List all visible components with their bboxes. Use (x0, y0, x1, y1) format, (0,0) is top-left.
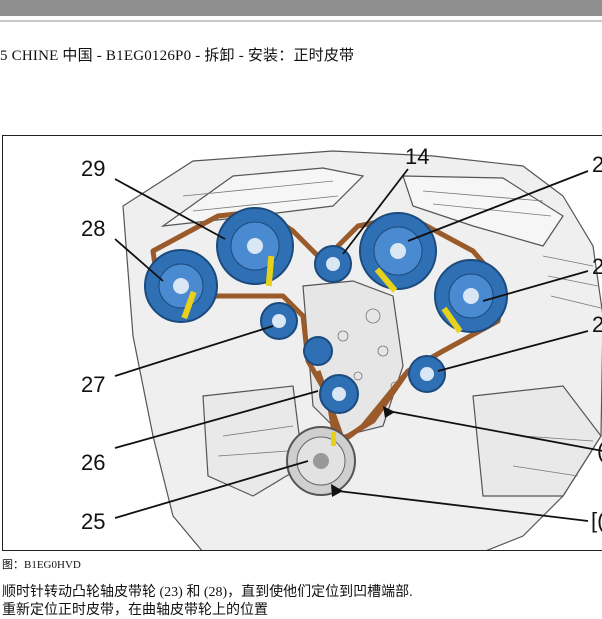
pulley-28 (144, 249, 218, 323)
label-right-2: 2 (592, 254, 602, 279)
label-14: 14 (405, 144, 429, 169)
label-right-5: [( (591, 508, 602, 533)
label-27: 27 (81, 372, 105, 397)
label-right-4: ( (597, 438, 602, 463)
label-26: 26 (81, 450, 105, 475)
top-header-bar (0, 0, 602, 16)
engine-illustration: 29 14 28 27 26 25 2 2 2 ( [( (81, 144, 602, 550)
label-right-3: 2 (592, 312, 602, 337)
label-right-1: 2 (592, 152, 602, 177)
pulley-right (434, 259, 508, 334)
label-25: 25 (81, 509, 105, 534)
instruction-step: 顺时针转动凸轮轴皮带轮 (23) 和 (28)，直到使他们定位到凹槽端部. (2, 585, 413, 600)
crankshaft-pulley-25 (286, 426, 356, 496)
pulley-right-upper (359, 212, 437, 293)
top-header-divider (0, 20, 602, 22)
timing-belt-figure: 29 14 28 27 26 25 2 2 2 ( [( (2, 135, 602, 551)
figure-caption: 图：B1EG0HVD (2, 559, 81, 571)
label-28: 28 (81, 216, 105, 241)
callout-lines (114, 168, 602, 522)
label-29: 29 (81, 156, 105, 181)
engine-details (182, 180, 602, 477)
pulley-29 (216, 207, 294, 287)
pulley-right-lower (408, 355, 446, 393)
pulley-14 (314, 245, 352, 283)
instruction-step-2: 重新定位正时皮带，在曲轴皮带轮上的位置 (2, 603, 268, 618)
pulley-26-upper (303, 336, 333, 366)
pulley-26 (319, 374, 359, 414)
callout-arrows (331, 406, 395, 497)
pulley-27 (260, 302, 298, 340)
page-title: 5 CHINE 中国 - B1EG0126P0 - 拆卸 - 安装：正时皮带 (0, 48, 355, 64)
